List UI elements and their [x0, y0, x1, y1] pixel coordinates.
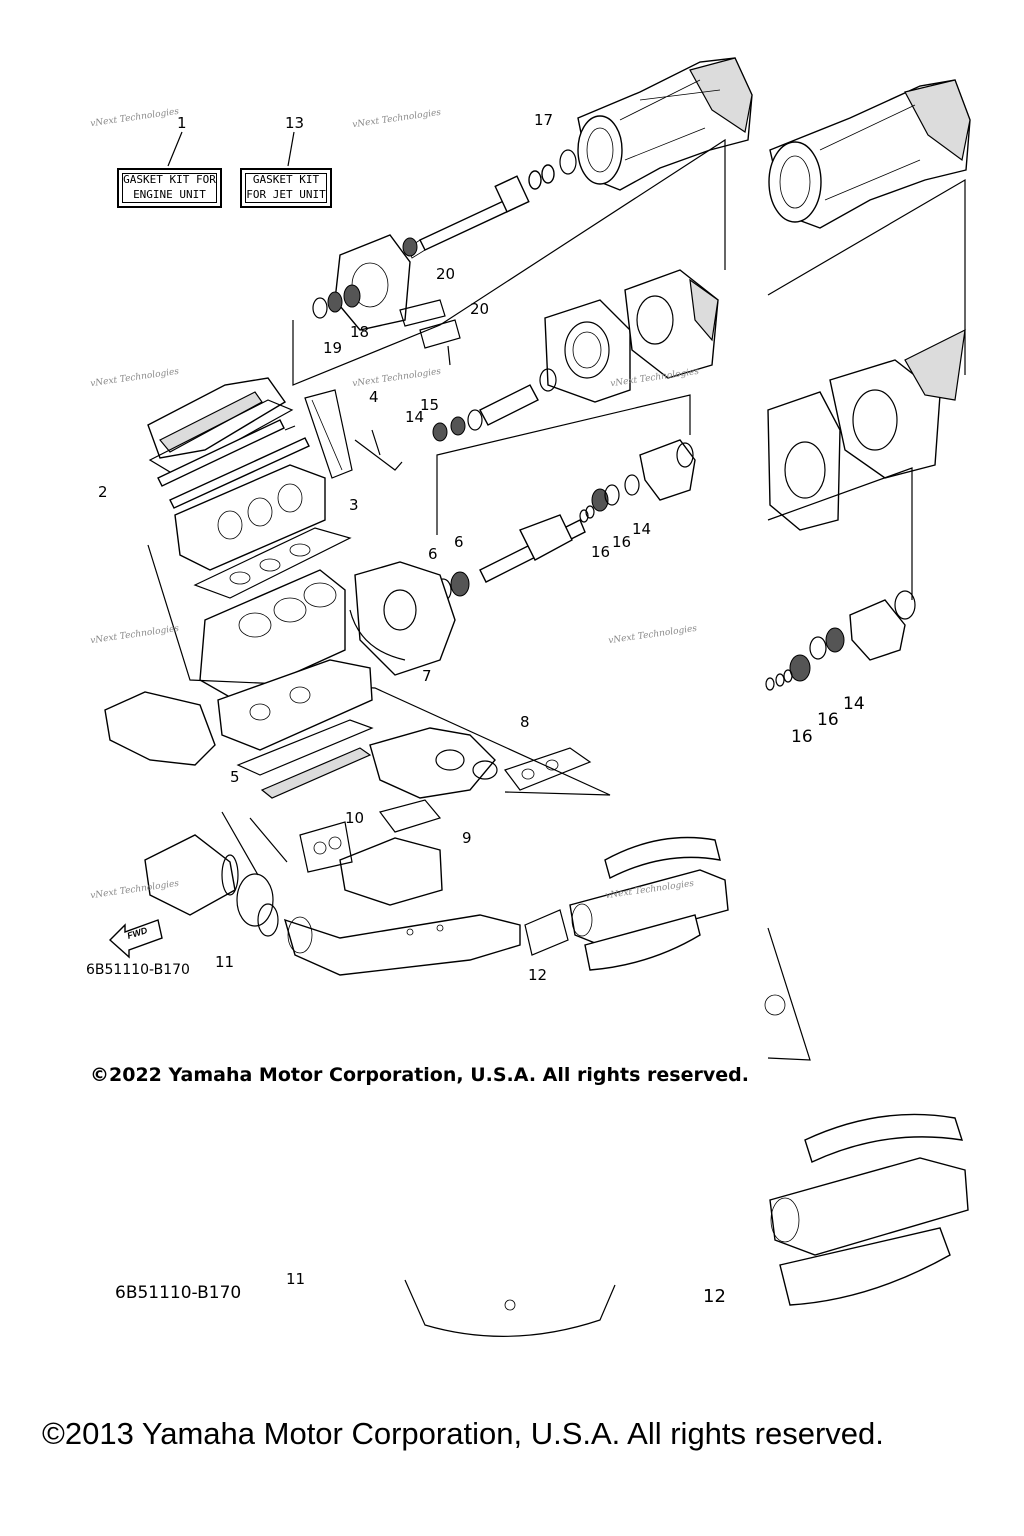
lower-callout-12: 12 — [703, 1286, 726, 1307]
kit-jet-line2: FOR JET UNIT — [246, 188, 326, 201]
callout-12: 12 — [528, 966, 548, 984]
callout-11: 11 — [215, 953, 235, 971]
leader-frame-mid — [436, 394, 691, 535]
impeller-housing-right — [767, 328, 966, 531]
callout-4: 4 — [369, 388, 379, 406]
jet-nozzle-assembly — [577, 57, 753, 191]
callout-20-a: 20 — [436, 265, 456, 283]
callout-6-a: 6 — [428, 545, 438, 563]
kit-engine-line2: ENGINE UNIT — [133, 188, 206, 201]
callout-14-a: 14 — [405, 408, 425, 426]
callout-18: 18 — [350, 323, 370, 341]
callout-8: 8 — [520, 713, 530, 731]
callout-19: 19 — [323, 339, 343, 357]
exhaust-joint — [299, 799, 443, 906]
kit-jet-line1: GASKET KIT — [252, 173, 320, 186]
timing-chain — [304, 389, 403, 479]
callout-kit-engine: 1 — [177, 114, 187, 132]
bearing-housing-right — [765, 590, 916, 691]
crankcase-cover — [349, 561, 456, 676]
impeller-shaft — [434, 439, 696, 602]
callout-10: 10 — [345, 809, 365, 827]
callout-17: 17 — [534, 111, 554, 129]
callout-20-b: 20 — [470, 300, 490, 318]
callout-2: 2 — [98, 483, 108, 501]
heat-shield-upper — [524, 836, 729, 971]
cylinder-head — [174, 464, 326, 571]
cylinder-head-cover — [147, 377, 296, 476]
callout-16-b: 16 — [591, 543, 611, 561]
callout-14-right: 14 — [843, 694, 865, 714]
callout-5: 5 — [230, 768, 240, 786]
camshafts — [157, 419, 310, 509]
copyright-2022: ©2022 Yamaha Motor Corporation, U.S.A. A… — [90, 1064, 749, 1086]
crankcase — [217, 659, 373, 751]
leader-frame-upper — [292, 138, 726, 386]
kit-jet-leader — [287, 131, 295, 167]
exhaust-manifold — [369, 727, 592, 799]
intermediate-housing — [312, 234, 461, 366]
pipe-lower-fragment — [404, 1279, 616, 1337]
kit-engine-leader — [167, 131, 183, 167]
callout-16-right-a: 16 — [817, 710, 839, 730]
heat-shield-lower — [769, 1113, 969, 1306]
kit-engine-line1: GASKET KIT FOR — [123, 173, 216, 186]
lower-diagram-code: 6B51110-B170 — [115, 1283, 242, 1303]
head-gasket — [193, 527, 352, 599]
jet-nozzle-assembly-right — [768, 79, 971, 229]
callout-15: 15 — [420, 396, 440, 414]
callout-16-a: 16 — [612, 533, 632, 551]
callout-kit-jet: 13 — [285, 114, 305, 132]
partial-pipe-bottom-right — [764, 927, 811, 1061]
leader-frame-right — [767, 178, 966, 375]
callout-16-right-b: 16 — [791, 727, 813, 747]
impeller-housing — [544, 269, 719, 403]
callout-9: 9 — [462, 829, 472, 847]
drive-shaft-upper — [402, 149, 577, 259]
oil-pan-gasket — [236, 719, 374, 799]
fwd-arrow — [108, 919, 163, 959]
liner-and-seals — [432, 368, 557, 442]
leader-lines-exhaust — [221, 811, 288, 876]
kit-jet-label: GASKET KIT FOR JET UNIT — [240, 168, 332, 208]
callout-3: 3 — [349, 496, 359, 514]
copyright-2013: ©2013 Yamaha Motor Corporation, U.S.A. A… — [42, 1416, 884, 1451]
leader-frame-engine — [147, 544, 611, 796]
muffler — [144, 834, 279, 937]
lower-callout-11: 11 — [286, 1270, 306, 1288]
leader-frame-mid-right — [767, 467, 913, 600]
water-lock-pipe — [283, 914, 521, 976]
kit-engine-label: GASKET KIT FOR ENGINE UNIT — [117, 168, 222, 208]
callout-7: 7 — [422, 667, 432, 685]
diagram-code: 6B51110-B170 — [86, 962, 190, 978]
callout-14-b: 14 — [632, 520, 652, 538]
magneto-cover — [104, 691, 216, 766]
callout-6-b: 6 — [454, 533, 464, 551]
